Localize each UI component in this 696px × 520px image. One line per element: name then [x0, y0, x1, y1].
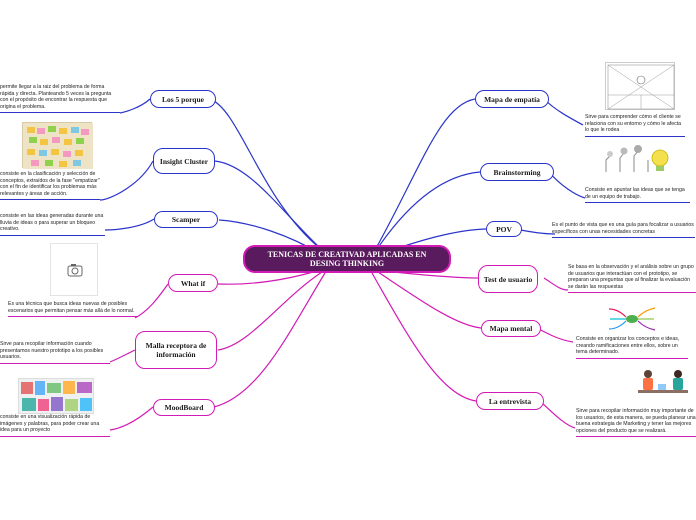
camera-icon [67, 264, 83, 277]
note-mapa-mental: Consiste en organizar los conceptos e id… [576, 336, 688, 359]
central-topic[interactable]: TENICAS DE CREATIVAD APLICADAS EN DESING… [243, 245, 451, 273]
note-text: consiste en la clasificación y selección… [0, 171, 100, 197]
node-mapa-mental[interactable]: Mapa mental [481, 320, 541, 337]
note-text: consiste en las ideas generadas durante … [0, 213, 104, 233]
node-insight-cluster[interactable]: Insight Cluster [153, 148, 215, 174]
node-mapa-empatia[interactable]: Mapa de empatía [475, 90, 549, 108]
mind-map-image [606, 303, 658, 335]
collage-icon [21, 381, 92, 411]
link-moodboard [213, 272, 326, 408]
interview-icon [638, 370, 688, 393]
node-label: What if [180, 278, 206, 288]
node-scamper[interactable]: Scamper [154, 211, 218, 228]
node-label: Los 5 porque [162, 94, 204, 104]
mind-map-icon [608, 307, 656, 331]
node-label: POV [496, 224, 512, 234]
node-label: Test de usuario [483, 274, 533, 284]
note-text: Consiste en organizar los conceptos e id… [576, 336, 680, 356]
note-scamper: consiste en las ideas generadas durante … [0, 213, 105, 236]
note-entrevista: Sirve para recopilar información muy imp… [576, 408, 696, 438]
note-mapa-empatia: Sirve para comprender cómo el cliente se… [585, 114, 685, 137]
node-test-usuario[interactable]: Test de usuario [478, 265, 538, 293]
note-text: Sirve para recopilar información muy imp… [576, 408, 696, 434]
node-label: La entrevista [488, 396, 532, 406]
note-text: consiste en una visualización rápida de … [0, 414, 100, 434]
note-malla: Sirve para recopilar información cuando … [0, 341, 110, 364]
sticky-notes-icon [23, 123, 93, 169]
link-los5porque [209, 98, 323, 251]
image-placeholder [50, 243, 98, 296]
link-brainstorming [374, 171, 481, 253]
link-mapaempatia [374, 98, 476, 251]
node-pov[interactable]: POV [486, 221, 522, 237]
node-label: Brainstorming [493, 167, 541, 177]
note-los5porque: permite llegar a la raiz del problema de… [0, 84, 120, 114]
node-brainstorming[interactable]: Brainstorming [480, 163, 554, 181]
note-text: Es una técnica que busca ideas nuevas de… [8, 301, 135, 314]
lightbulb-icon [605, 145, 669, 172]
node-label: Malla receptora de información [145, 341, 207, 359]
note-test-usuario: Se basa en la observación y el análisis … [568, 264, 696, 294]
note-pov: Es el punto de vista que es una guía par… [552, 222, 695, 239]
empathy-map-image [605, 62, 675, 110]
note-text: permite llegar a la raiz del problema de… [0, 84, 112, 110]
note-whatif: Es una técnica que busca ideas nuevas de… [8, 301, 138, 318]
link-malla [217, 271, 323, 351]
node-label: MoodBoard [164, 403, 204, 412]
node-label: Mapa mental [489, 324, 533, 333]
empathy-map-icon [607, 64, 675, 110]
brainstorming-image [598, 142, 678, 184]
link-entrevista [371, 272, 477, 402]
node-moodboard[interactable]: MoodBoard [153, 399, 215, 416]
node-label: Insight Cluster [159, 156, 209, 166]
node-label: Scamper [171, 215, 201, 224]
link-insight [214, 160, 323, 251]
link-mapamental [377, 271, 482, 329]
node-entrevista[interactable]: La entrevista [476, 392, 544, 410]
node-malla-receptora[interactable]: Malla receptora de información [135, 331, 217, 369]
note-moodboard: consiste en una visualización rápida de … [0, 414, 110, 437]
node-label: Mapa de empatía [484, 94, 540, 104]
note-text: Consiste en apuntar las ideas que se ten… [585, 187, 685, 200]
note-text: Se basa en la observación y el análisis … [568, 264, 694, 290]
note-brainstorming: Consiste en apuntar las ideas que se ten… [585, 187, 690, 204]
note-text: Es el punto de vista que es una guía par… [552, 222, 694, 235]
moodboard-image [18, 378, 94, 414]
sticky-notes-image [22, 122, 93, 169]
node-whatif[interactable]: What if [168, 274, 218, 292]
node-los5porque[interactable]: Los 5 porque [150, 90, 216, 108]
note-text: Sirve para recopilar información cuando … [0, 341, 104, 361]
interview-image [634, 364, 692, 404]
link-whatif [217, 269, 321, 285]
note-insight: consiste en la clasificación y selección… [0, 171, 100, 201]
note-text: Sirve para comprender cómo el cliente se… [585, 114, 682, 134]
